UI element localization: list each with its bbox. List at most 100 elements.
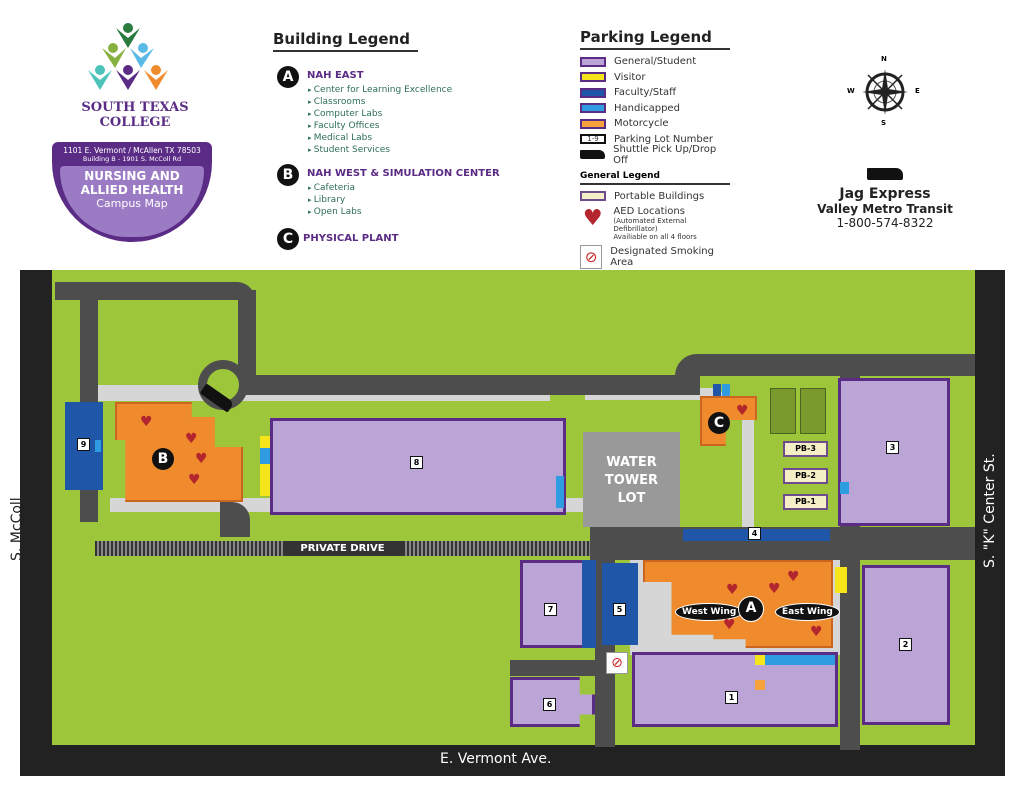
water-tower-label: LOT [617, 491, 646, 506]
legend-label: Parking Lot Number [614, 133, 714, 145]
no-smoking-icon: ⊘ [580, 245, 603, 269]
road [510, 660, 600, 676]
parking-lot-7[interactable]: 7 [520, 560, 585, 648]
walkway [742, 405, 754, 535]
lot-number: 7 [544, 603, 557, 616]
aed-heart-icon: ♥ [195, 451, 208, 467]
lot-number: 8 [410, 456, 423, 469]
lot-number: 6 [543, 698, 556, 711]
college-name: SOUTH TEXAS [81, 100, 189, 115]
parking-legend-title: Parking Legend [580, 28, 730, 50]
road [55, 282, 255, 300]
lot-number: 9 [77, 438, 90, 451]
east-wing-label: East Wing [775, 603, 840, 621]
street-label-mccoll: S. McColl Rd. [9, 497, 41, 561]
compass-e: E [915, 87, 920, 95]
parking-lot-9[interactable]: 9 [65, 402, 103, 490]
address-line-1: 1101 E. Vermont / McAllen TX 78503 [63, 146, 201, 155]
parking-lot-4[interactable]: 4 [683, 527, 830, 541]
parking-lot-1[interactable]: 1 [632, 652, 838, 727]
compass-rose-icon: N S W E [845, 55, 925, 130]
street-label-k-center: S. "K" Center St. [982, 453, 998, 568]
legend-item: Cafeteria [308, 183, 355, 193]
lot-number: 3 [886, 441, 899, 454]
shuttle-icon [580, 150, 606, 160]
legend-sublabel: (Automated External Defibrillator) [613, 217, 687, 233]
lot-number: 2 [899, 638, 912, 651]
road [675, 354, 975, 376]
building-b-marker: B [152, 448, 174, 470]
legend-label: AED Locations [613, 206, 685, 217]
road [200, 375, 700, 395]
building-c-marker: C [708, 412, 730, 434]
legend-item: Computer Labs [308, 109, 382, 119]
faculty-parking [582, 560, 596, 648]
building-b-marker: B [277, 164, 299, 186]
badge-title-1: NURSING AND [84, 169, 180, 183]
parking-lot-5[interactable]: 5 [602, 563, 638, 645]
college-name-2: COLLEGE [99, 115, 171, 130]
college-logo: SOUTH TEXAS COLLEGE 1101 E. Vermont / Mc… [50, 22, 220, 242]
building-a-marker: A [738, 596, 764, 622]
handicapped-parking [260, 448, 270, 464]
lot-number: 5 [613, 603, 626, 616]
aed-heart-icon: ♥ [188, 472, 201, 488]
private-drive-label: PRIVATE DRIVE [282, 541, 403, 556]
smoking-area-icon: ⊘ [606, 652, 628, 674]
legend-item: Student Services [308, 145, 390, 155]
legend-label: Portable Buildings [614, 190, 705, 202]
road [220, 502, 250, 537]
handicapped-parking [840, 482, 849, 494]
building-c-marker: C [277, 228, 299, 250]
street-label-vermont: E. Vermont Ave. [440, 751, 552, 767]
private-drive: PRIVATE DRIVE [95, 541, 590, 556]
handicapped-swatch [580, 103, 606, 114]
building-legend: Building Legend A NAH EAST Center for Le… [273, 30, 500, 250]
vermont-ave [20, 745, 1005, 776]
basketball-court [770, 388, 796, 434]
building-a-name: NAH EAST [307, 70, 364, 81]
transit-info: Jag Express Valley Metro Transit 1-800-5… [800, 168, 970, 230]
mccoll-road [20, 270, 52, 776]
portable-building-pb3[interactable]: PB-3 [783, 441, 828, 457]
motorcycle-swatch [580, 118, 606, 129]
legend-item: Faculty Offices [308, 121, 379, 131]
aed-heart-icon: ♥ [736, 403, 749, 419]
lot-number: 1 [725, 691, 738, 704]
portable-building-pb2[interactable]: PB-2 [783, 468, 828, 484]
lot-number-swatch: 1-9 [580, 134, 606, 145]
visitor-swatch [580, 72, 606, 83]
campus-map-badge: 1101 E. Vermont / McAllen TX 78503 Build… [52, 142, 212, 242]
badge-title-3: Campus Map [96, 197, 168, 210]
aed-heart-icon: ♥ [787, 569, 800, 585]
aed-heart-icon: ♥ [726, 582, 739, 598]
legend-label: General/Student [614, 56, 697, 68]
transit-phone[interactable]: 1-800-574-8322 [836, 216, 934, 230]
legend-label: Visitor [614, 71, 646, 83]
parking-lot-8[interactable]: 8 [270, 418, 566, 515]
legend-item: Classrooms [308, 97, 365, 107]
portable-building-pb1[interactable]: PB-1 [783, 494, 828, 510]
legend-sublabel: Availiable on all 4 floors [613, 233, 697, 241]
aed-heart-icon: ♥ [185, 431, 198, 447]
parking-lot-6[interactable]: 6 [510, 677, 595, 727]
building-a-marker: A [277, 66, 299, 88]
faculty-swatch [580, 87, 606, 98]
building-b[interactable] [115, 402, 243, 502]
legend-label: Motorcycle [614, 118, 669, 130]
building-legend-title: Building Legend [273, 30, 418, 52]
legend-label: Shuttle Pick Up/Drop Off [613, 143, 717, 166]
compass-n: N [881, 55, 887, 63]
building-c-name: PHYSICAL PLANT [303, 233, 399, 244]
aed-heart-icon: ♥ [768, 581, 781, 597]
badge-title-2: ALLIED HEALTH [80, 183, 184, 197]
k-center-street [975, 270, 1005, 776]
visitor-parking [260, 436, 270, 496]
transit-line: Valley Metro Transit [817, 202, 953, 216]
parking-lot-3[interactable]: 3 [838, 378, 950, 526]
legend-label: Handicapped [614, 102, 680, 114]
building-b-name: NAH WEST & SIMULATION CENTER [307, 168, 500, 179]
parking-lot-2[interactable]: 2 [862, 565, 950, 725]
general-legend-title: General Legend [580, 171, 730, 185]
